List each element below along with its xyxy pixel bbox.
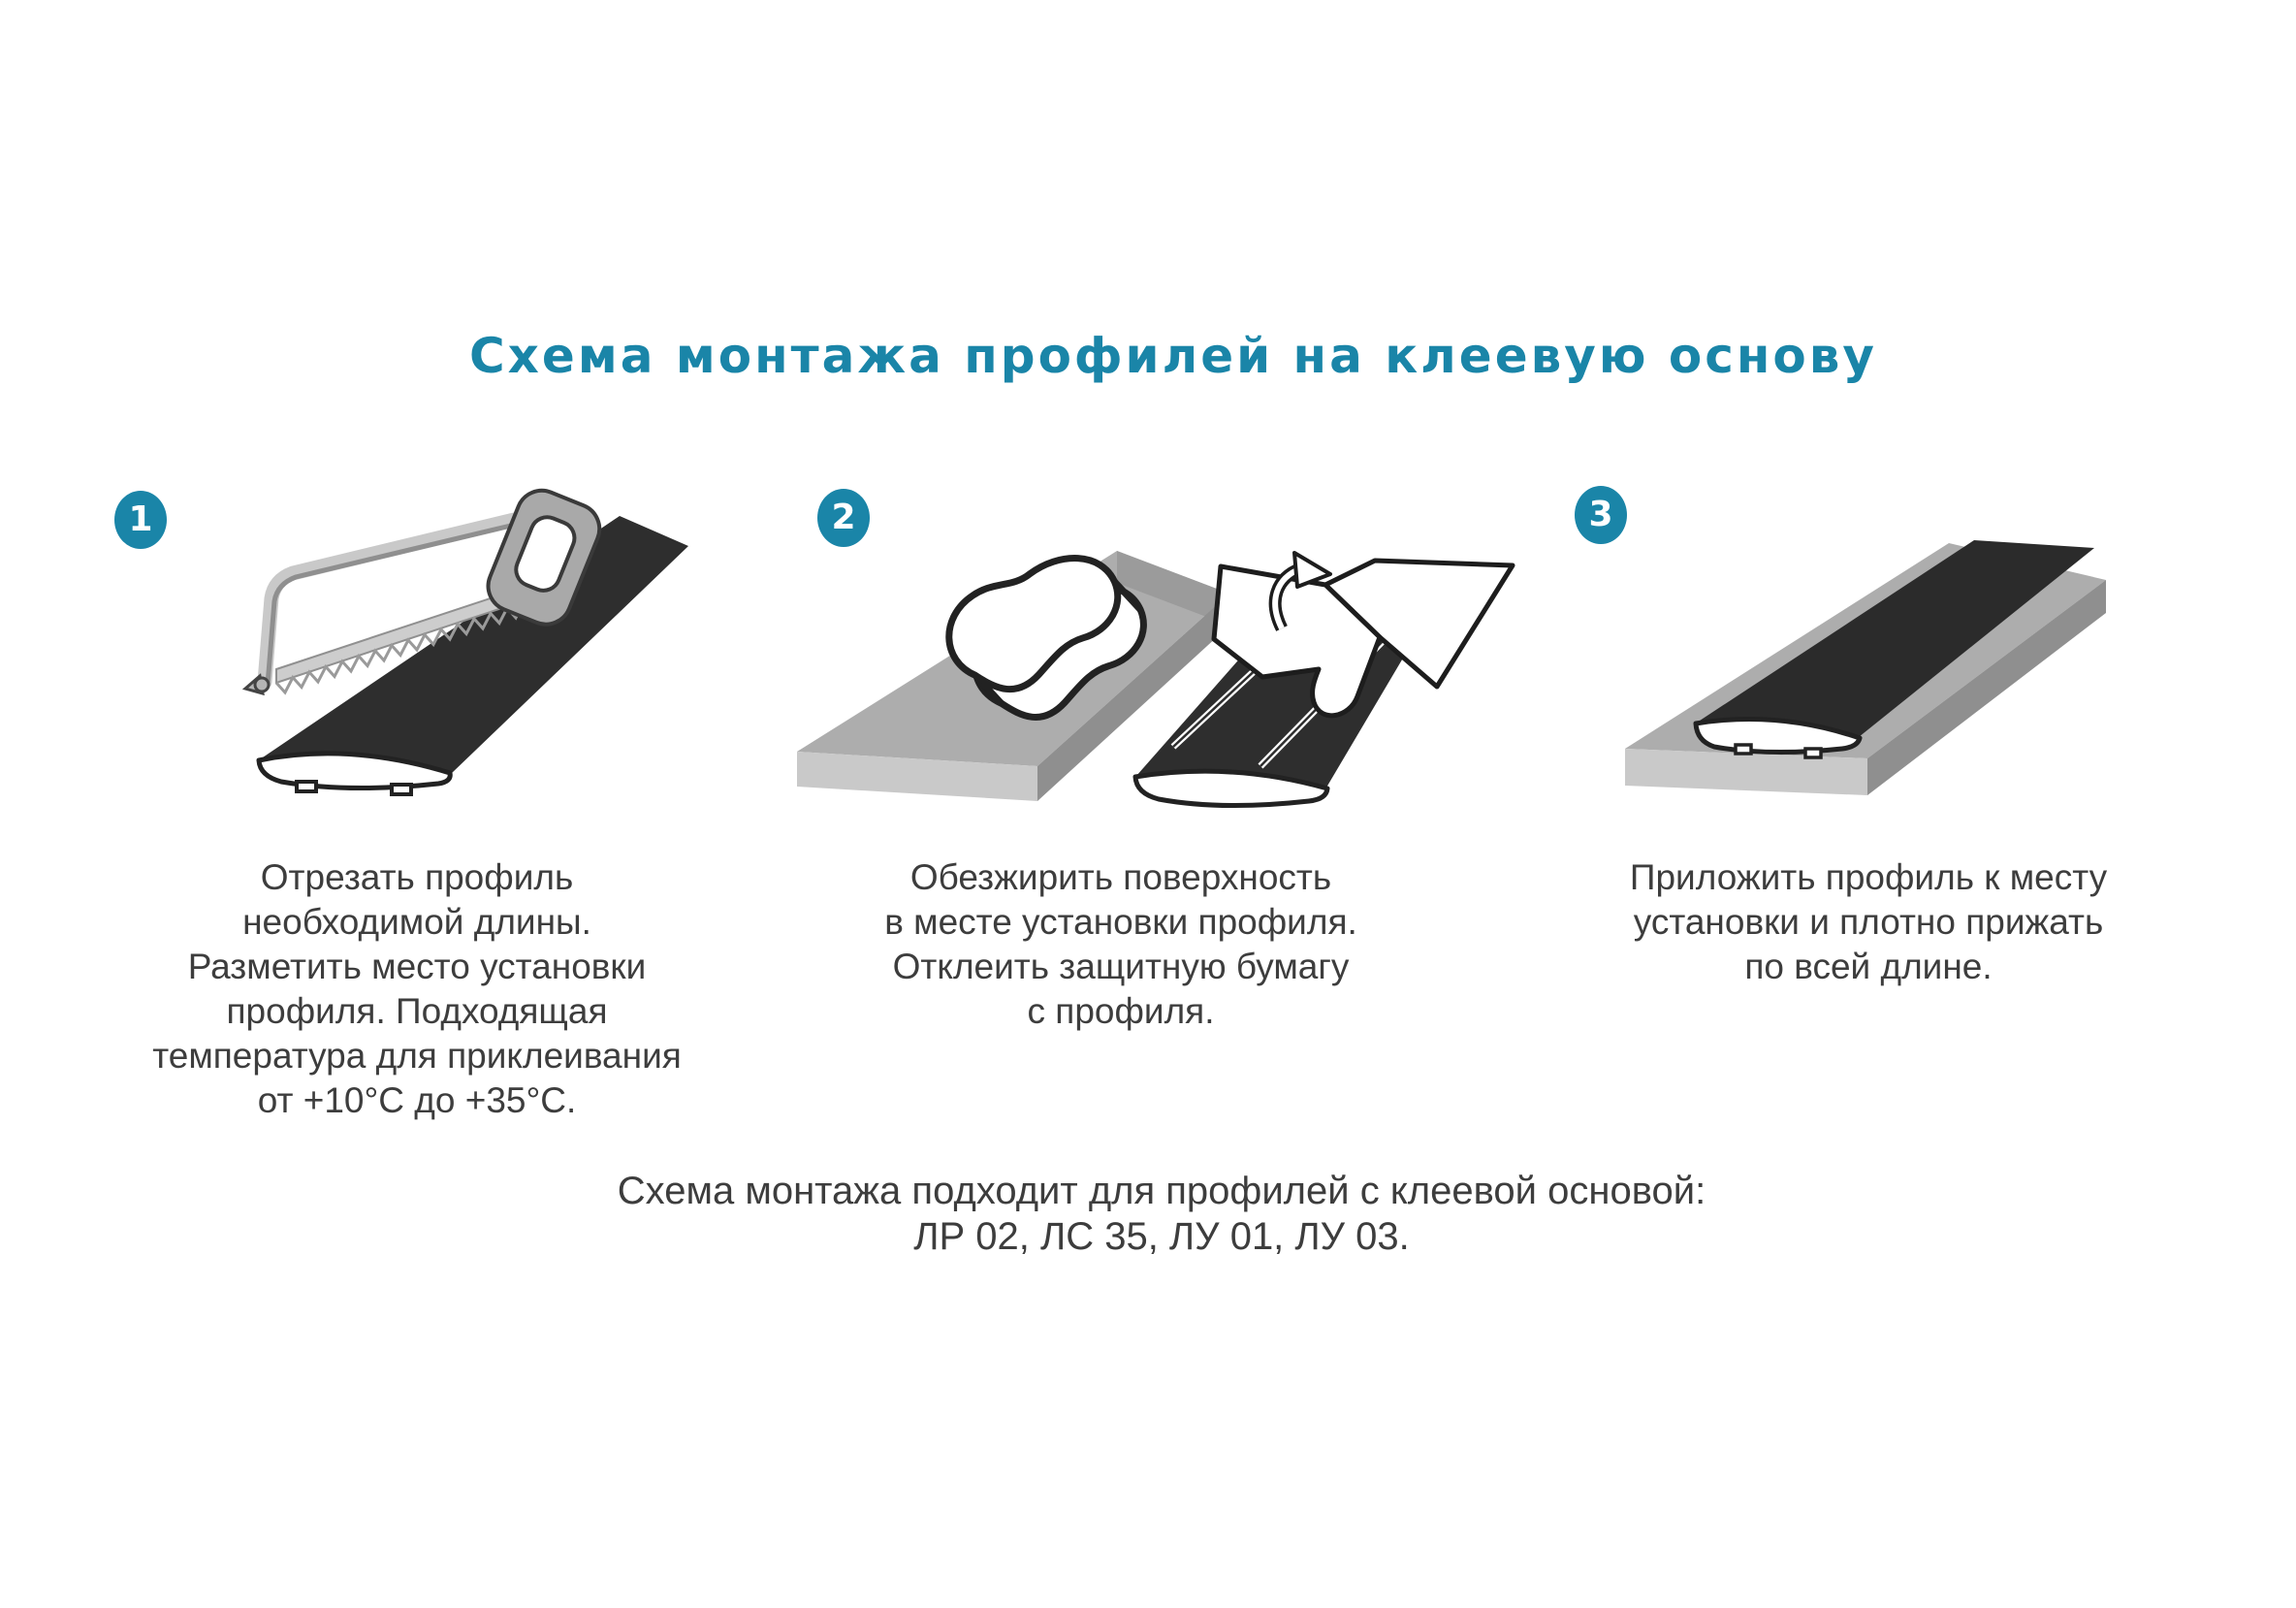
step-caption-line: в месте установки профиля. xyxy=(884,902,1357,942)
step-caption-line: по всей длине. xyxy=(1744,947,1993,986)
step-1-caption: Отрезать профиль необходимой длины. Разм… xyxy=(126,855,708,1123)
step-2-caption: Обезжирить поверхность в месте установки… xyxy=(830,855,1412,1034)
hacksaw-cutting-profile-icon xyxy=(241,488,688,796)
profile-foot xyxy=(390,783,413,796)
step-1-number: 1 xyxy=(128,499,153,539)
step-3-badge: 3 xyxy=(1575,486,1627,544)
step-caption-line: установки и плотно прижать xyxy=(1633,902,2104,942)
step-caption-line: температура для приклеивания xyxy=(152,1036,682,1076)
step-caption-line: с профиля. xyxy=(1027,991,1215,1031)
profile-foot xyxy=(295,780,318,793)
step-3-number: 3 xyxy=(1588,495,1613,534)
footer-note-line: Схема монтажа подходит для профилей с кл… xyxy=(617,1170,1706,1212)
saw-handle xyxy=(486,488,602,627)
sponge-degrease-and-peel-icon xyxy=(797,551,1515,809)
page-title: Схема монтажа профилей на клеевую основу xyxy=(468,328,1877,384)
step-2-badge: 2 xyxy=(817,489,870,547)
saw-wing-nut xyxy=(241,673,271,696)
step-1-badge: 1 xyxy=(114,491,167,549)
footer-note: Схема монтажа подходит для профилей с кл… xyxy=(14,1169,2296,1260)
saw-teeth xyxy=(274,596,542,695)
step-caption-line: Отклеить защитную бумагу xyxy=(892,947,1350,986)
peel-arrow-icon xyxy=(1268,551,1332,631)
protective-paper xyxy=(1211,558,1515,719)
step-caption-line: от +10°С до +35°С. xyxy=(257,1080,577,1120)
step-caption-line: Отрезать профиль xyxy=(260,857,574,897)
profile-strip xyxy=(1693,540,2094,759)
paper-lifted-part xyxy=(1211,563,1383,719)
saw-frame xyxy=(257,512,522,690)
profile-pressed-on-surface-icon xyxy=(1625,540,2106,795)
paper-flat-part xyxy=(1323,558,1515,690)
profile-foot xyxy=(1803,747,1823,759)
step-caption-line: Приложить профиль к месту xyxy=(1629,857,2108,897)
saw-frame-inner-edge xyxy=(265,522,518,688)
hacksaw-icon xyxy=(241,488,602,696)
step-caption-line: Разметить место установки xyxy=(187,947,647,986)
step-caption-line: Обезжирить поверхность xyxy=(909,857,1332,897)
step-caption-line: профиля. Подходящая xyxy=(226,991,608,1031)
step-3-caption: Приложить профиль к месту установки и пл… xyxy=(1578,855,2159,989)
step-caption-line: необходимой длины. xyxy=(242,902,591,942)
profile-foot xyxy=(1734,743,1753,756)
profile-end-cap xyxy=(1132,768,1330,809)
profile-end-cap xyxy=(256,751,453,791)
footer-note-line: ЛР 02, ЛС 35, ЛУ 01, ЛУ 03. xyxy=(913,1215,1410,1258)
step-2-number: 2 xyxy=(831,498,856,537)
sponge-icon xyxy=(945,555,1147,721)
